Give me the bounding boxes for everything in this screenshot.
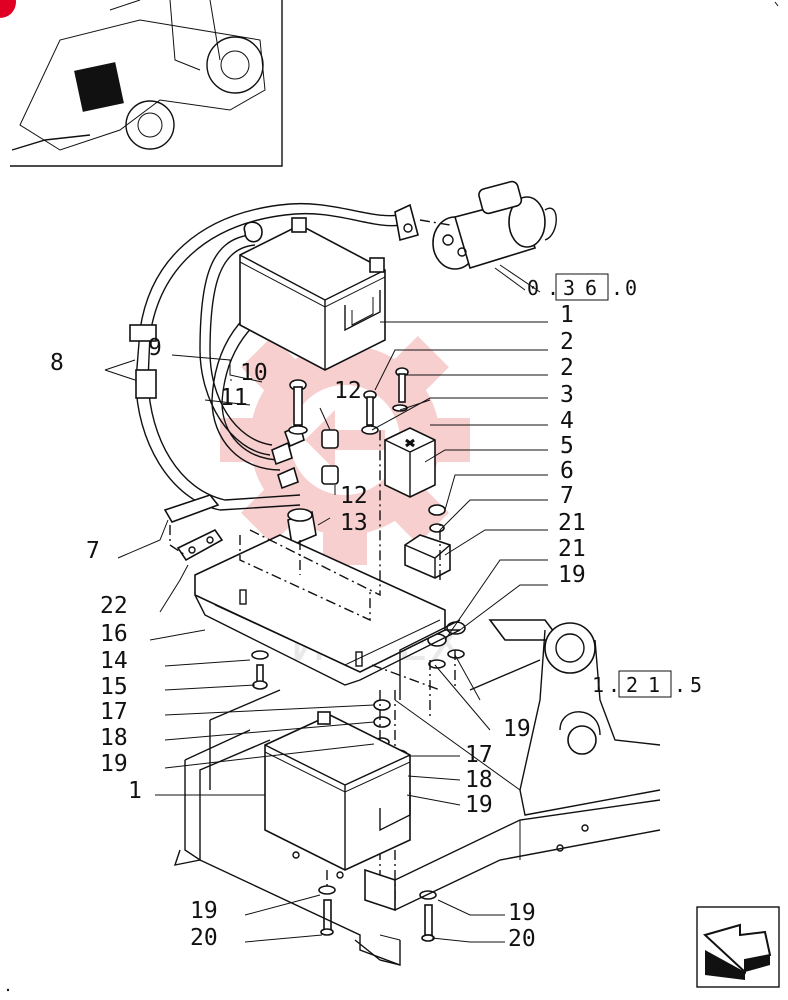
callout-21[interactable]: 21 <box>558 510 586 536</box>
callout-16[interactable]: 16 <box>100 621 128 647</box>
callout-18-left[interactable]: 18 <box>100 725 128 751</box>
battery-location-marker <box>74 62 124 112</box>
callout-15[interactable]: 15 <box>100 674 128 700</box>
reference-number: 36 <box>563 276 607 300</box>
reference-suffix: 5 <box>690 673 702 697</box>
callout-10[interactable]: 10 <box>240 360 268 386</box>
battery-tray <box>194 534 461 686</box>
leader-lines <box>371 264 548 943</box>
callout-7[interactable]: 7 <box>560 483 574 509</box>
cable-terminal <box>129 324 157 342</box>
callout-2b[interactable]: 2 <box>560 355 574 381</box>
reference-box <box>555 273 609 301</box>
callouts-right: 1 2 2 3 4 5 6 7 21 21 19 19 17 18 19 19 … <box>465 302 586 952</box>
callout-6[interactable]: 6 <box>560 458 574 484</box>
callout-4[interactable]: 4 <box>560 408 574 434</box>
callout-17-right[interactable]: 17 <box>465 742 493 768</box>
callout-17-left[interactable]: 17 <box>100 699 128 725</box>
callout-2[interactable]: 2 <box>560 329 574 355</box>
callout-5[interactable]: 5 <box>560 433 574 459</box>
reference-number: 21 <box>626 673 670 697</box>
leader-lines-left <box>104 354 375 943</box>
callout-1-left[interactable]: 1 <box>128 778 142 804</box>
callout-7-left[interactable]: 7 <box>86 538 100 564</box>
reference-suffix: 0 <box>625 276 637 300</box>
battery-lower <box>264 711 411 871</box>
callout-18-right[interactable]: 18 <box>465 767 493 793</box>
callout-19-mid[interactable]: 19 <box>503 716 531 742</box>
svg-text:.: . <box>608 673 620 697</box>
callout-19-bottom-left[interactable]: 19 <box>190 898 218 924</box>
callout-13[interactable]: 13 <box>340 510 368 536</box>
callout-11[interactable]: 11 <box>220 385 248 411</box>
battery-upper <box>239 217 386 371</box>
callout-19[interactable]: 19 <box>558 562 586 588</box>
location-thumbnail <box>0 0 283 167</box>
reference-1-21-5[interactable]: 1 . 21 . 5 <box>592 670 702 698</box>
callout-9[interactable]: 9 <box>148 335 162 361</box>
callout-21b[interactable]: 21 <box>558 536 586 562</box>
previous-page-arrow-icon[interactable] <box>696 906 780 988</box>
svg-text:.: . <box>547 276 559 300</box>
callout-19-left[interactable]: 19 <box>100 751 128 777</box>
reference-prefix: 1 <box>592 673 604 697</box>
reference-box <box>618 670 672 698</box>
callout-20-bottom-left[interactable]: 20 <box>190 925 218 951</box>
red-corner-marker <box>0 0 16 18</box>
reference-0-36-0[interactable]: 0 . 36 . 0 <box>527 273 637 301</box>
callouts-left: 8 9 10 11 12 12 13 7 22 16 14 15 17 18 1… <box>50 335 368 951</box>
callout-19-bottom-right[interactable]: 19 <box>508 900 536 926</box>
callout-22[interactable]: 22 <box>100 593 128 619</box>
svg-text:.: . <box>611 276 623 300</box>
callout-1[interactable]: 1 <box>560 302 574 328</box>
callout-3[interactable]: 3 <box>560 382 574 408</box>
reference-prefix: 0 <box>527 276 539 300</box>
chassis-frame <box>173 619 661 966</box>
callout-14[interactable]: 14 <box>100 648 128 674</box>
callout-12b[interactable]: 12 <box>340 483 368 509</box>
callout-19-right[interactable]: 19 <box>465 792 493 818</box>
callout-12[interactable]: 12 <box>334 378 362 404</box>
callout-20-bottom-right[interactable]: 20 <box>508 926 536 952</box>
starter-motor <box>419 180 557 291</box>
svg-text:.: . <box>674 673 686 697</box>
cable-grommet <box>135 369 157 399</box>
callout-8[interactable]: 8 <box>50 350 64 376</box>
